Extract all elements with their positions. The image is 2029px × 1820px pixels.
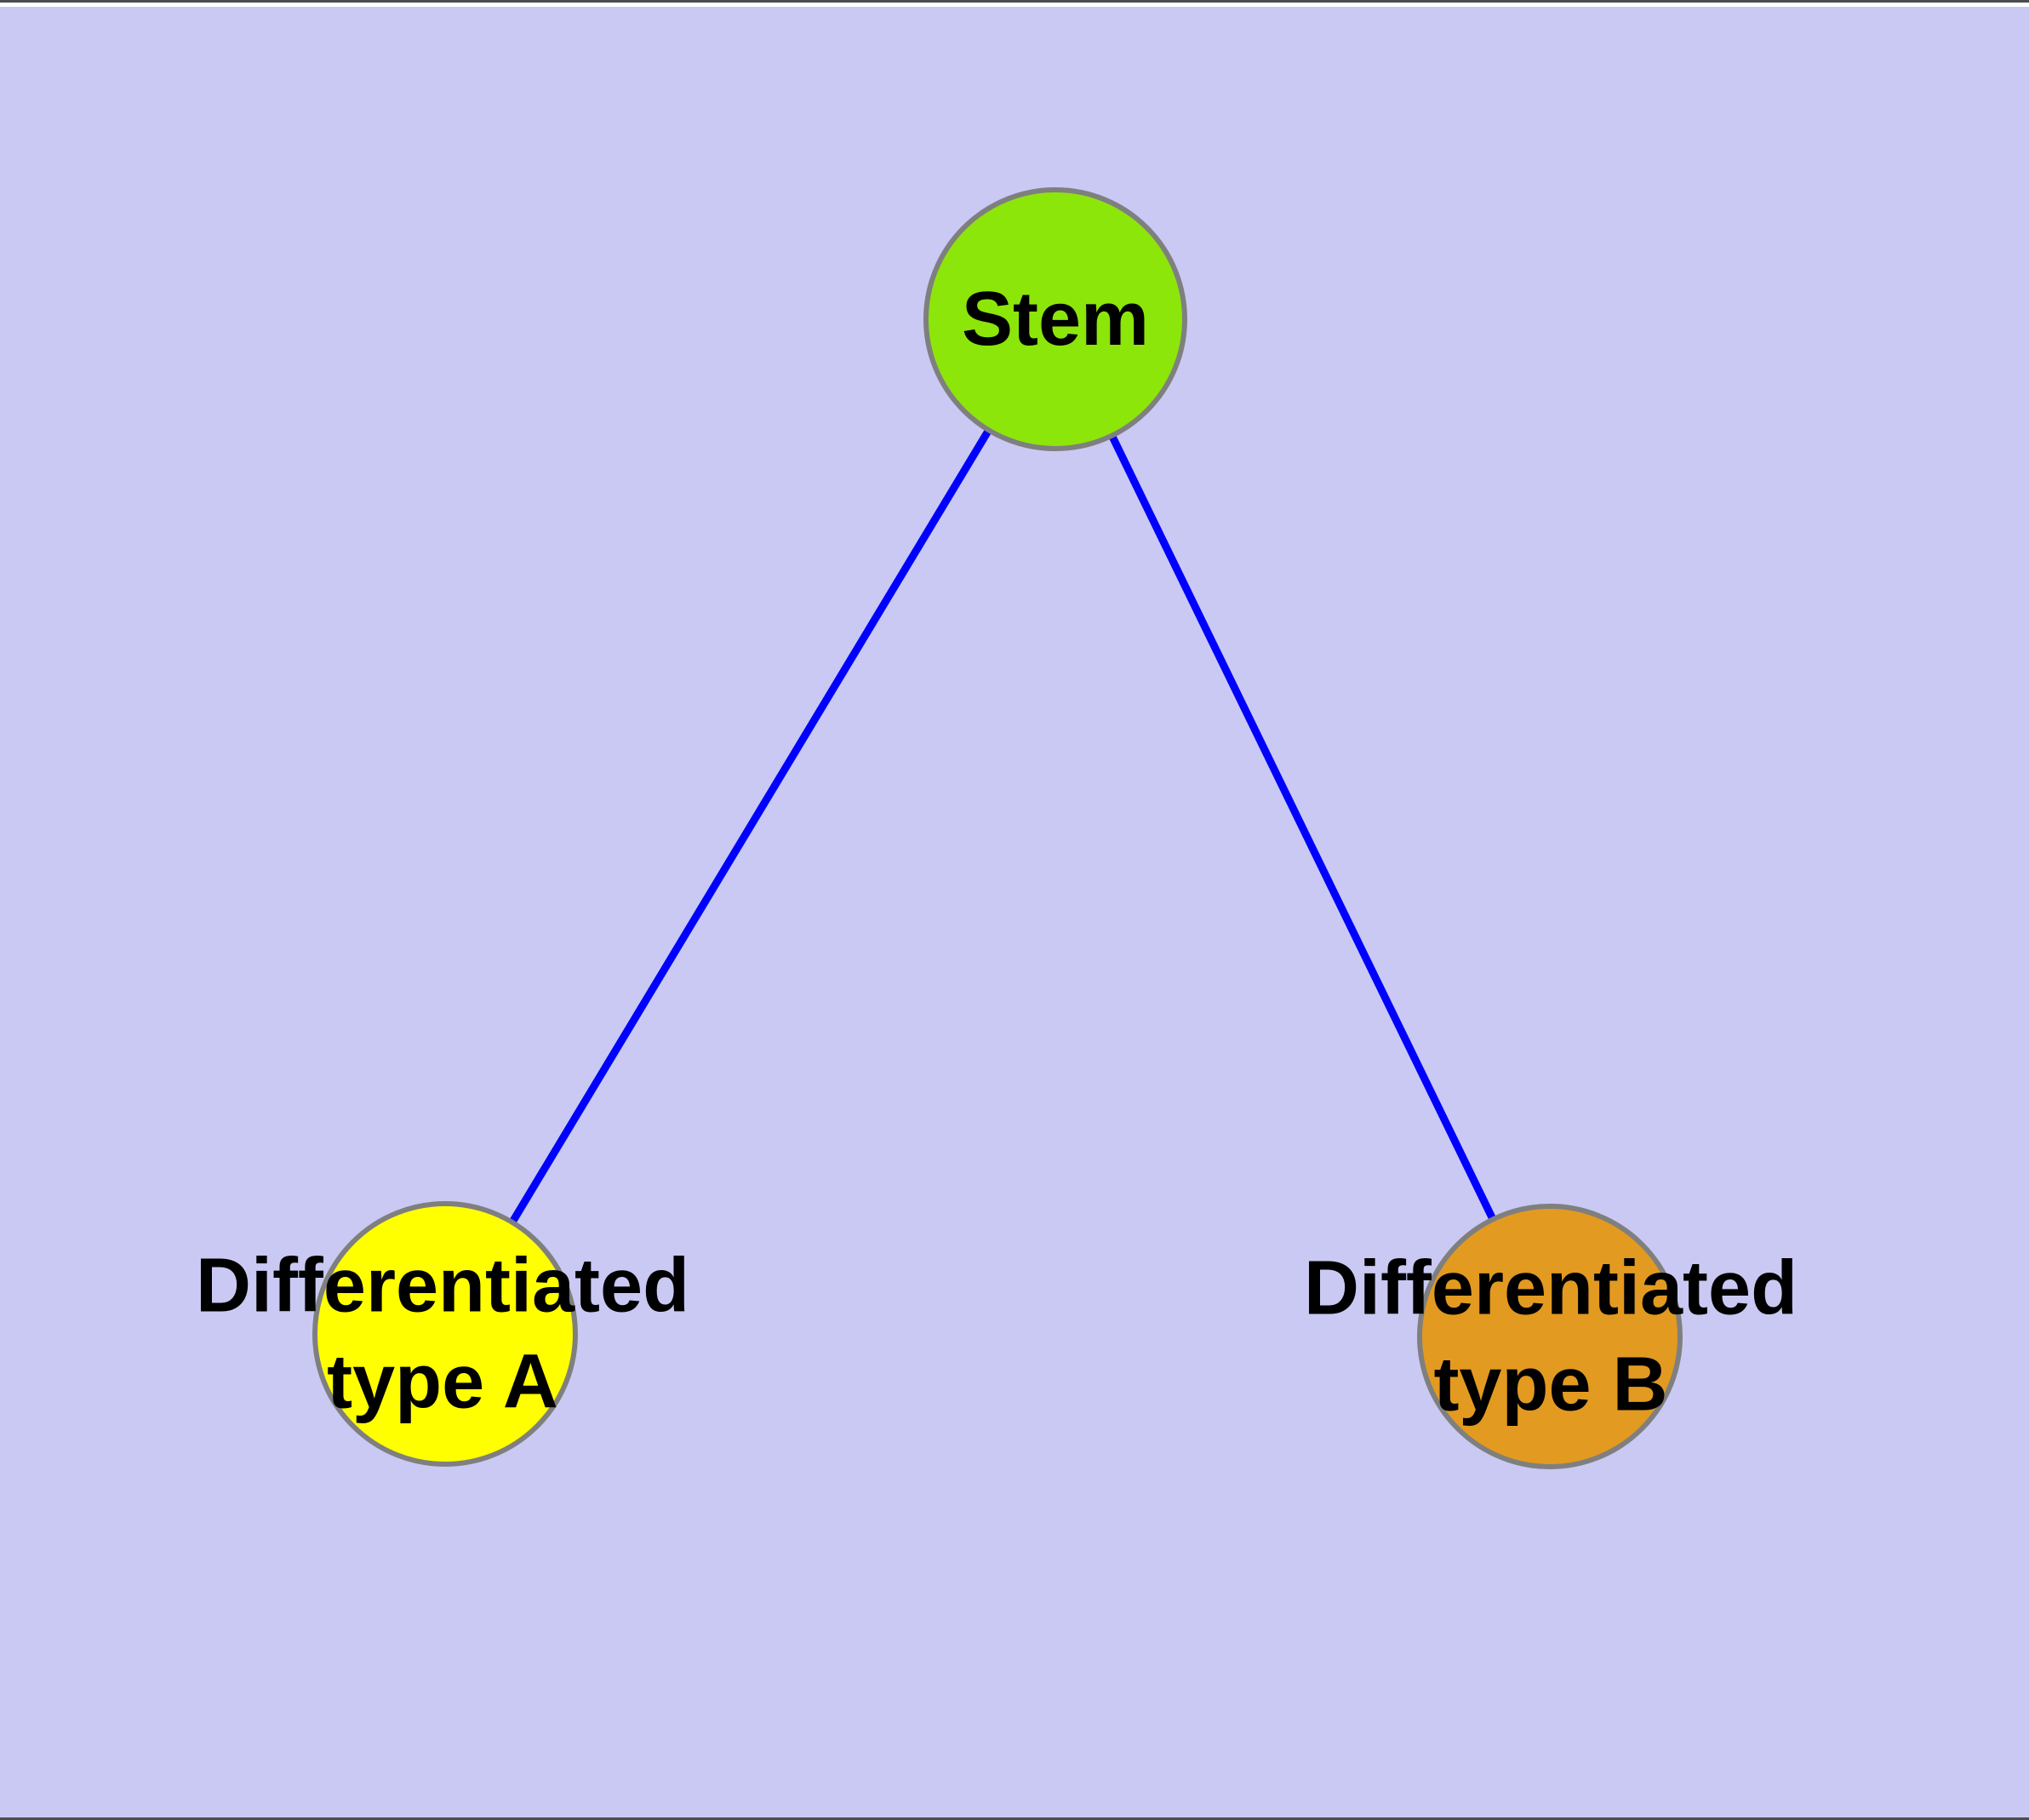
type-a-node	[312, 1201, 578, 1467]
edge-stem-to-type-b	[1051, 318, 1554, 1338]
window-top-edge	[0, 0, 2029, 3]
edge-stem-to-type-a	[442, 317, 1059, 1336]
type-b-node	[1417, 1204, 1683, 1469]
window-bottom-edge	[0, 1817, 2029, 1820]
type-a-node-label: Differentiated type A	[195, 1243, 690, 1425]
stem-node	[923, 187, 1187, 451]
stem-node-label: Stem	[961, 276, 1150, 362]
type-b-node-label: Differentiated type B	[1303, 1245, 1798, 1428]
